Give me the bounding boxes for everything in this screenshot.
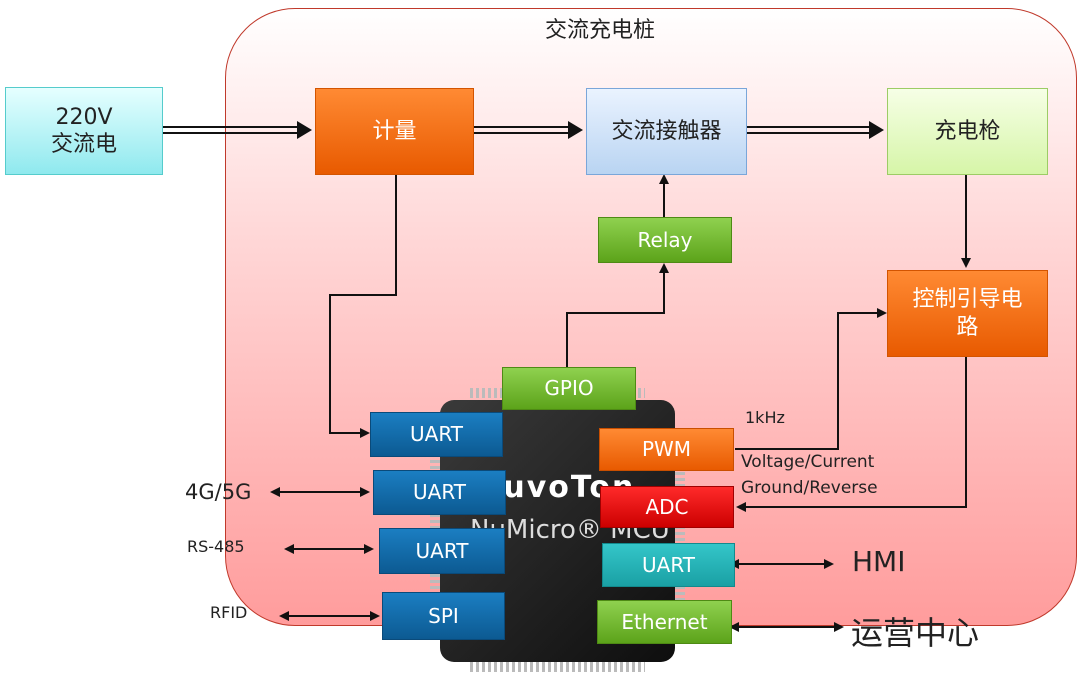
- charging-gun-node: 充电枪: [887, 88, 1048, 175]
- rfid-label: RFID: [210, 603, 248, 622]
- metering-to-uart-line: [329, 175, 397, 438]
- gpio-port: GPIO: [502, 367, 636, 410]
- uart-port-4g5g: UART: [373, 470, 506, 515]
- ops-center-label: 运营中心: [851, 614, 980, 652]
- control-pilot-node: 控制引导电 路: [887, 270, 1048, 357]
- relay-node: Relay: [598, 217, 732, 263]
- ethernet-port: Ethernet: [597, 600, 732, 644]
- 4g5g-label: 4G/5G: [185, 480, 252, 504]
- pilot-to-adc-line: [736, 357, 967, 512]
- spi-port: SPI: [382, 592, 505, 640]
- gpio-to-relay-line: [566, 263, 669, 368]
- uart-port-metering: UART: [370, 412, 503, 457]
- diagram-title: 交流充电桩: [544, 18, 655, 43]
- pwm-to-pilot-line: [735, 308, 887, 450]
- ground-reverse-label: Ground/Reverse: [741, 478, 878, 498]
- chip-pins-bottom: [470, 662, 645, 672]
- ac-input-node: 220V 交流电: [5, 87, 163, 175]
- voltage-current-label: Voltage/Current: [741, 452, 875, 472]
- rs485-label: RS-485: [187, 537, 245, 556]
- hmi-label: HMI: [852, 545, 906, 578]
- adc-port: ADC: [600, 486, 734, 528]
- uart-port-hmi: UART: [602, 543, 735, 587]
- pwm-port: PWM: [599, 428, 734, 471]
- ac-contactor-node: 交流接触器: [586, 88, 747, 175]
- chip-pins-right: [675, 430, 685, 640]
- uart-port-rs485: UART: [379, 528, 505, 574]
- metering-node: 计量: [315, 88, 474, 175]
- pwm-frequency-label: 1kHz: [745, 408, 785, 427]
